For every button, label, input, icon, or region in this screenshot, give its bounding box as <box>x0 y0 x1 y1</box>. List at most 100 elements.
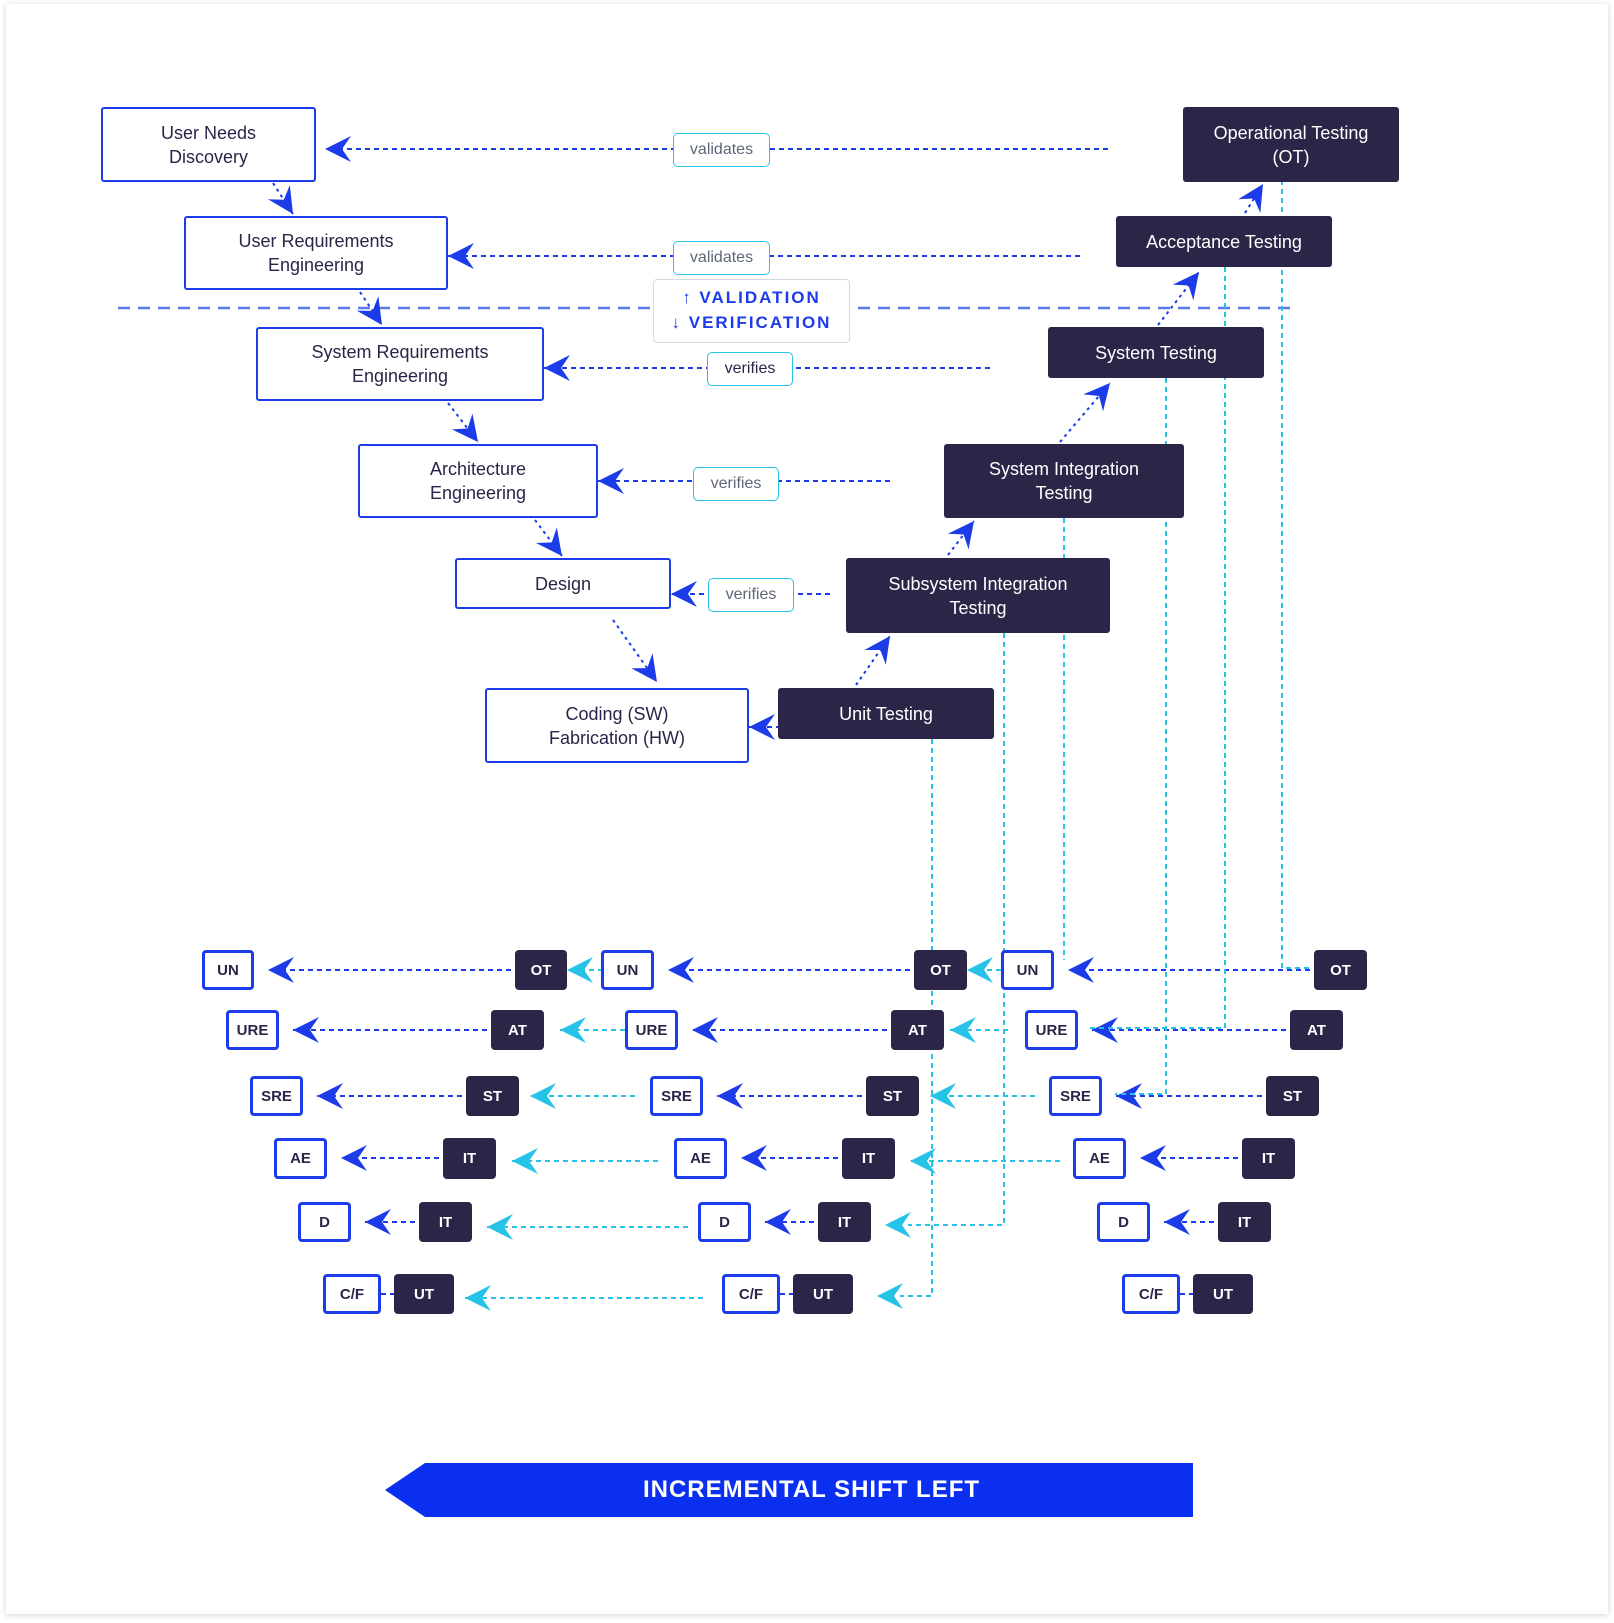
chip-sre: SRE <box>650 1076 703 1116</box>
stage-user-needs-discovery: User Needs Discovery <box>101 107 316 182</box>
chip-st: ST <box>1266 1076 1319 1116</box>
chip-cf: C/F <box>323 1274 381 1314</box>
chip-ot: OT <box>1314 950 1367 990</box>
arrow-head <box>530 1083 556 1109</box>
validates-tag: validates <box>673 241 770 275</box>
chip-sre: SRE <box>1049 1076 1102 1116</box>
chip-un: UN <box>1001 950 1054 990</box>
stage-system-testing: System Testing <box>1048 327 1264 378</box>
chip-ot: OT <box>515 950 567 990</box>
arrow-head <box>947 521 974 550</box>
chip-ut: UT <box>793 1274 853 1314</box>
trace-line <box>900 739 933 1297</box>
arrow-head <box>1140 1145 1166 1171</box>
arrow-head <box>668 957 694 983</box>
arrow-head <box>1068 957 1094 983</box>
trace-line <box>1115 360 1167 1095</box>
chip-un: UN <box>202 950 254 990</box>
arrow-head <box>910 1148 936 1174</box>
chip-sre: SRE <box>250 1076 303 1116</box>
stage-operational-testing: Operational Testing (OT) <box>1183 107 1399 182</box>
chip-ae: AE <box>1073 1138 1126 1179</box>
stage-system-integration-testing: System Integration Testing <box>944 444 1184 518</box>
arrow-head <box>1116 1083 1142 1109</box>
chip-it: IT <box>443 1138 496 1179</box>
chip-it: IT <box>818 1202 871 1242</box>
stage-system-requirements-engineering: System Requirements Engineering <box>256 327 544 401</box>
chip-ut: UT <box>394 1274 454 1314</box>
flow-arrow <box>447 402 479 443</box>
verification-label: ↓ VERIFICATION <box>671 313 832 332</box>
arrow-head <box>567 957 593 983</box>
arrow-head <box>749 714 775 740</box>
chip-cf: C/F <box>722 1274 780 1314</box>
arrow-head <box>451 413 478 442</box>
arrow-head <box>560 1017 586 1043</box>
stage-subsystem-integration-testing: Subsystem Integration Testing <box>846 558 1110 633</box>
chip-it: IT <box>842 1138 895 1179</box>
trace-line <box>1090 267 1226 1029</box>
chip-d: D <box>298 1202 351 1242</box>
arrow-head <box>356 296 382 325</box>
arrow-head <box>341 1145 367 1171</box>
chip-at: AT <box>891 1010 944 1050</box>
arrow-head <box>448 243 474 269</box>
arrow-head <box>317 1083 343 1109</box>
validation-label: ↑ VALIDATION <box>682 288 821 307</box>
arrow-head <box>950 1017 976 1043</box>
stage-acceptance-testing: Acceptance Testing <box>1116 216 1332 267</box>
shift-left-head <box>877 1283 903 1309</box>
shift-left-arrow <box>385 1463 1193 1517</box>
chip-ure: URE <box>625 1010 678 1050</box>
chip-un: UN <box>601 950 654 990</box>
verifies-tag: verifies <box>708 578 794 612</box>
shift-left-label: INCREMENTAL SHIFT LEFT <box>642 1476 981 1503</box>
stage-user-requirements-engineering: User Requirements Engineering <box>184 216 448 290</box>
arrow-head <box>741 1145 767 1171</box>
chip-cf: C/F <box>1122 1274 1180 1314</box>
arrow-head <box>692 1017 718 1043</box>
chip-it: IT <box>419 1202 472 1242</box>
chip-ot: OT <box>914 950 967 990</box>
arrow-head <box>487 1214 513 1240</box>
arrow-head <box>1083 383 1110 412</box>
arrow-head <box>765 1209 791 1235</box>
arrow-head <box>717 1083 743 1109</box>
chip-ae: AE <box>674 1138 727 1179</box>
arrow-head <box>598 468 624 494</box>
arrow-head <box>864 636 890 665</box>
arrow-head <box>967 957 993 983</box>
chip-d: D <box>1097 1202 1150 1242</box>
arrow-head <box>536 527 562 556</box>
stage-unit-testing: Unit Testing <box>778 688 994 739</box>
arrow-head <box>325 136 351 162</box>
arrow-head <box>631 653 657 682</box>
chip-at: AT <box>1290 1010 1343 1050</box>
chip-ure: URE <box>226 1010 279 1050</box>
chip-at: AT <box>491 1010 544 1050</box>
arrow-head <box>267 185 293 214</box>
validates-tag: validates <box>673 133 770 167</box>
arrow-head <box>465 1285 491 1311</box>
shift-left-head <box>885 1212 911 1238</box>
chip-d: D <box>698 1202 751 1242</box>
arrow-head <box>671 581 697 607</box>
stage-architecture-engineering: Architecture Engineering <box>358 444 598 518</box>
arrow-head <box>365 1209 391 1235</box>
chip-it: IT <box>1242 1138 1295 1179</box>
chip-ut: UT <box>1193 1274 1253 1314</box>
stage-coding-fabrication: Coding (SW) Fabrication (HW) <box>485 688 749 763</box>
chip-ae: AE <box>274 1138 327 1179</box>
validation-verification-legend: ↑ VALIDATION ↓ VERIFICATION <box>653 279 850 343</box>
arrow-head <box>293 1017 319 1043</box>
chip-st: ST <box>866 1076 919 1116</box>
arrow-head <box>1092 1017 1118 1043</box>
chip-it: IT <box>1218 1202 1271 1242</box>
chip-ure: URE <box>1025 1010 1078 1050</box>
arrow-head <box>1238 184 1263 213</box>
verifies-tag: verifies <box>693 467 779 501</box>
arrow-head <box>1164 1209 1190 1235</box>
verifies-tag: verifies <box>707 352 793 386</box>
arrow-head <box>268 957 294 983</box>
trace-line <box>1281 180 1310 969</box>
